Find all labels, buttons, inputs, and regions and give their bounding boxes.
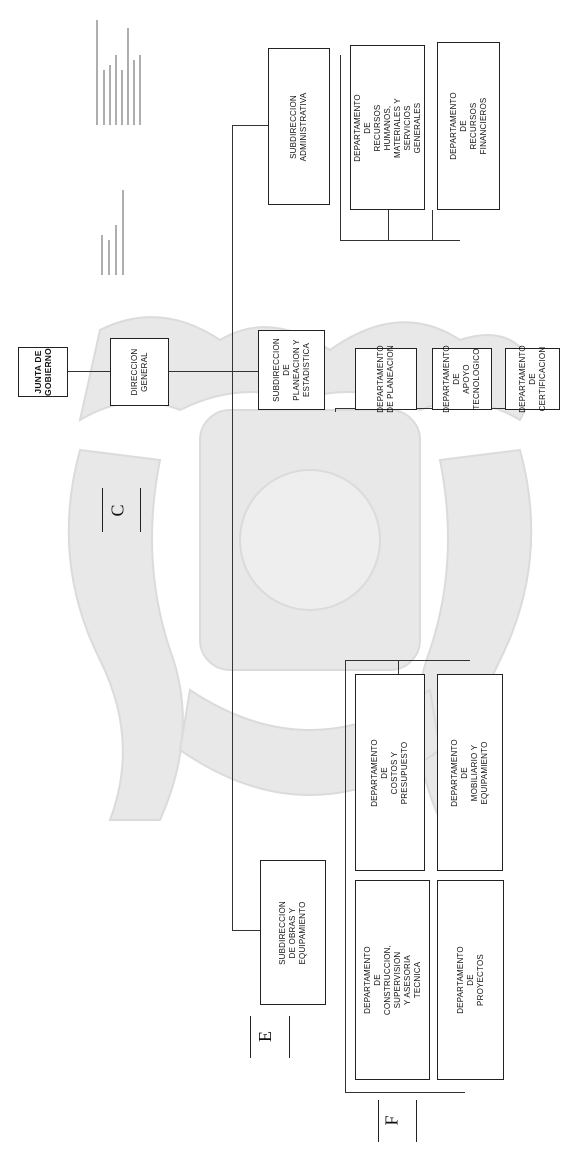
connector-spine-admin (232, 125, 268, 127)
tag-f-line-left (378, 1100, 380, 1142)
box-depto-construccion: DEPARTAMENTO DE CONSTRUCCION, SUPERVISIO… (355, 880, 430, 1080)
admin-bracket-top (340, 55, 342, 240)
connector-spine-obras (232, 930, 260, 932)
box-depto-proyectos: DEPARTAMENTO DE PROYECTOS (437, 880, 504, 1080)
obras-bracket-bottom (345, 1092, 465, 1094)
label-dept-costos: DEPARTAMENTO DE COSTOS Y PRESUPUESTO (370, 738, 409, 807)
label-dept-construccion: DEPARTAMENTO DE CONSTRUCCION, SUPERVISIO… (362, 944, 422, 1016)
box-direccion-general: DIRECCION GENERAL (110, 338, 169, 406)
level-tag-f: F (381, 1115, 402, 1126)
tag-c-line-right (140, 488, 142, 532)
label-direccion: DIRECCION GENERAL (129, 348, 149, 396)
label-dept-recursos-financieros: DEPARTAMENTO DE RECURSOS FINANCIEROS (448, 92, 488, 160)
box-depto-recursos-humanos: DEPARTAMENTO DE RECURSOS HUMANOS, MATERI… (350, 45, 425, 210)
box-depto-mobiliario: DEPARTAMENTO DE MOBILIARIO Y EQUIPAMIENT… (437, 674, 503, 871)
admin-tick-1 (388, 210, 390, 240)
tag-c-line-left (102, 488, 104, 532)
level-tag-e: E (255, 1031, 275, 1042)
label-dept-mobiliario: DEPARTAMENTO DE MOBILIARIO Y EQUIPAMIENT… (450, 738, 489, 807)
box-junta-de-gobierno: JUNTA DE GOBIERNO (18, 347, 68, 397)
label-dept-planeacion: DEPARTAMENTO DE PLANEACION (376, 345, 395, 413)
admin-tick-2 (432, 210, 434, 240)
legend-notes-marks (96, 20, 141, 275)
label-sub-admin: SUBDIRECCION ADMINISTRATIVA (289, 92, 308, 161)
box-subdireccion-planeacion: SUBDIRECCION DE PLANEACION Y ESTADISTICA (258, 330, 325, 410)
obras-bracket-top (345, 660, 470, 662)
admin-bracket-bottom (340, 240, 460, 242)
box-depto-planeacion: DEPARTAMENTO DE PLANEACION (355, 345, 417, 413)
box-depto-certificacion: DEPARTAMENTO DE CERTIFICACION (505, 345, 560, 413)
tag-f-line-right (416, 1100, 418, 1142)
connector-direccion-spine (169, 371, 233, 373)
connector-spine-planeacion (232, 371, 258, 373)
box-subdireccion-obras: SUBDIRECCION DE OBRAS Y EQUIPAMIENTO (260, 860, 326, 1005)
obras-bracket-left (345, 660, 347, 1092)
box-depto-recursos-financieros: DEPARTAMENTO DE RECURSOS FINANCIEROS (437, 42, 500, 210)
spine-vertical (232, 125, 234, 930)
tag-e-line-right (289, 1016, 291, 1058)
planeacion-bracket-left (335, 408, 337, 412)
label-dept-recursos-humanos: DEPARTAMENTO DE RECURSOS HUMANOS, MATERI… (352, 93, 422, 162)
tag-e-line-left (250, 1016, 252, 1058)
connector-junta-direccion (68, 371, 110, 373)
level-tag-c: C (107, 504, 128, 517)
label-sub-planeacion: SUBDIRECCION DE PLANEACION Y ESTADISTICA (271, 338, 311, 402)
box-subdireccion-administrativa: SUBDIRECCION ADMINISTRATIVA (268, 48, 330, 205)
label-junta: JUNTA DE GOBIERNO (33, 348, 53, 396)
label-dept-apoyo: DEPARTAMENTO DE APOYO TECNOLOGICO (442, 345, 481, 413)
label-dept-certificacion: DEPARTAMENTO DE CERTIFICACION (517, 345, 547, 413)
label-dept-proyectos: DEPARTAMENTO DE PROYECTOS (455, 946, 485, 1014)
obras-bracket-mid (398, 660, 400, 674)
box-depto-apoyo-tecnologico: DEPARTAMENTO DE APOYO TECNOLOGICO (432, 345, 492, 413)
box-depto-costos: DEPARTAMENTO DE COSTOS Y PRESUPUESTO (355, 674, 425, 871)
label-sub-obras: SUBDIRECCION DE OBRAS Y EQUIPAMIENTO (278, 900, 307, 965)
